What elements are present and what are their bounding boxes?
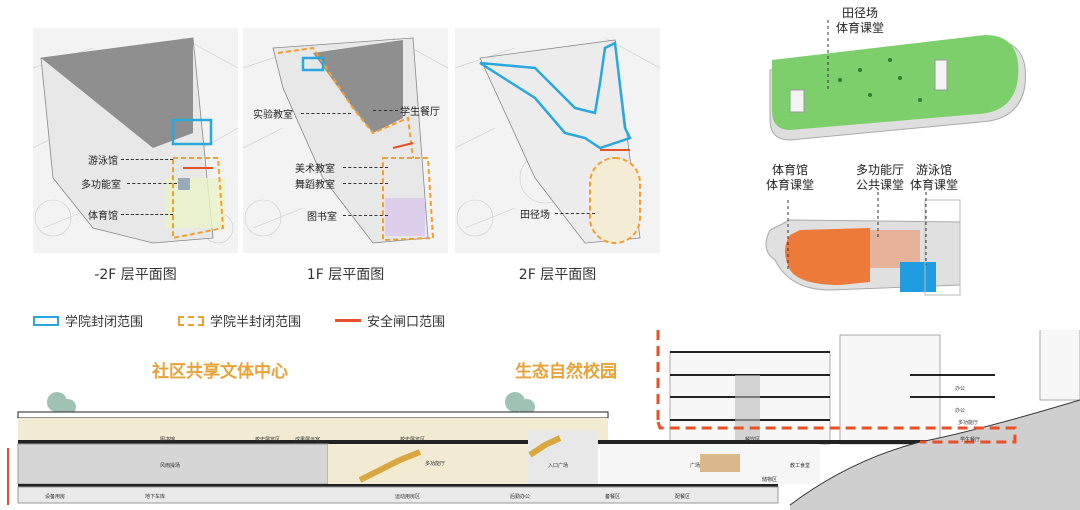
plan-1f: 实验教室 学生餐厅 美术教室 舞蹈教室 图书室: [243, 28, 448, 253]
section-room-label: 校史展览区: [400, 437, 426, 443]
legend-gate: 安全闸口范围: [335, 311, 445, 330]
leader-line: [343, 215, 388, 216]
axo-label-pool-2: 体育课堂: [909, 178, 958, 192]
section-room-label: 教工食堂: [790, 463, 811, 469]
plan-title-2f: 2F 层平面图: [518, 267, 597, 283]
section-room-label: 备餐区: [605, 494, 621, 500]
legend-swatch-gate: [335, 319, 361, 322]
leader-line: [343, 183, 388, 184]
leader-line: [301, 113, 351, 114]
leader-line: [373, 110, 398, 111]
plan-label-library: 图书室: [307, 212, 337, 223]
section-room-label: 储物区: [762, 477, 778, 483]
plan-label-multi: 多功能室: [81, 180, 121, 191]
plan-1f-drawing: [243, 37, 448, 244]
plan-title-minus2f: -2F 层平面图: [94, 267, 177, 283]
section-room-label: 地下车库: [145, 494, 166, 500]
zone-title-eco: 生态自然校园: [515, 362, 617, 382]
plan-label-lab: 实验教室: [253, 110, 293, 121]
plan-label-art: 美术教室: [295, 164, 335, 175]
plan-minus2f: 游泳馆 多功能室 体育馆: [33, 28, 238, 253]
section-room-label: 成果展示室: [295, 437, 321, 443]
axo-label-multi-1: 多功能厅: [855, 163, 904, 177]
section-room-label: 风雨操场: [160, 463, 181, 469]
legend-label-semi: 学院半封闭范围: [210, 315, 302, 330]
axo-label-gym-1: 体育馆: [771, 163, 808, 177]
section-room-label: 配餐区: [675, 494, 691, 500]
legend-label-closed: 学院封闭范围: [65, 315, 144, 330]
legend-closed: 学院封闭范围: [33, 311, 143, 330]
section-room-label: 运动用房区: [395, 494, 421, 500]
legend-label-gate: 安全闸口范围: [367, 315, 446, 330]
axo-label-multi-2: 公共课堂: [855, 178, 904, 192]
legend-semi: 学院半封闭范围: [178, 311, 301, 330]
plan-label-canteen: 学生餐厅: [400, 107, 440, 118]
axo-label-pool: 游泳馆 体育课堂: [904, 163, 964, 193]
axo-label-gym: 体育馆 体育课堂: [760, 163, 820, 193]
plan-2f: 田径场: [455, 28, 660, 253]
section-room-label: 学生餐厅: [960, 437, 981, 443]
plan-title-1f: 1F 层平面图: [306, 267, 385, 283]
section-room-label: 后勤办公: [510, 494, 531, 500]
plan-2f-drawing: [455, 37, 660, 244]
section-room-label: 多功能厅: [958, 420, 979, 426]
plan-label-pool: 游泳馆: [88, 156, 118, 167]
section-room-label: 办公: [955, 408, 966, 414]
axo-label-gym-2: 体育课堂: [765, 178, 814, 192]
axo-label-multi: 多功能厅 公共课堂: [850, 163, 910, 193]
section-room-label: 广场: [690, 463, 701, 469]
plan-label-dance: 舞蹈教室: [295, 180, 335, 191]
legend-swatch-semi: [178, 315, 204, 326]
leader-line: [121, 159, 173, 160]
axo-label-track-2: 体育课堂: [835, 21, 884, 35]
leader-line: [555, 213, 595, 214]
axo-label-pool-1: 游泳馆: [915, 163, 952, 177]
section-room-label: 办公: [955, 386, 966, 392]
section-room-label: 图书馆: [160, 437, 176, 443]
zone-title-community: 社区共享文体中心: [152, 362, 288, 382]
plan-label-gym: 体育馆: [88, 211, 118, 222]
section-room-label: 设备用房: [45, 494, 66, 500]
leader-line: [127, 183, 177, 184]
section-room-label: 校史展览区: [255, 437, 281, 443]
section-drawing: [7, 330, 1080, 510]
legend-swatch-closed: [33, 315, 59, 326]
section-room-label: 餐饮区: [745, 437, 761, 443]
leader-line: [343, 167, 388, 168]
axo-drawing: [765, 20, 1027, 296]
section-room-label: 入口广场: [548, 463, 569, 469]
leader-line: [121, 214, 173, 215]
section-room-label: 多功能厅: [425, 461, 446, 467]
axo-label-track: 田径场 体育课堂: [830, 6, 890, 36]
axo-label-track-1: 田径场: [841, 6, 878, 20]
plan-label-track: 田径场: [520, 210, 550, 221]
plan-minus2f-drawing: [33, 37, 238, 244]
